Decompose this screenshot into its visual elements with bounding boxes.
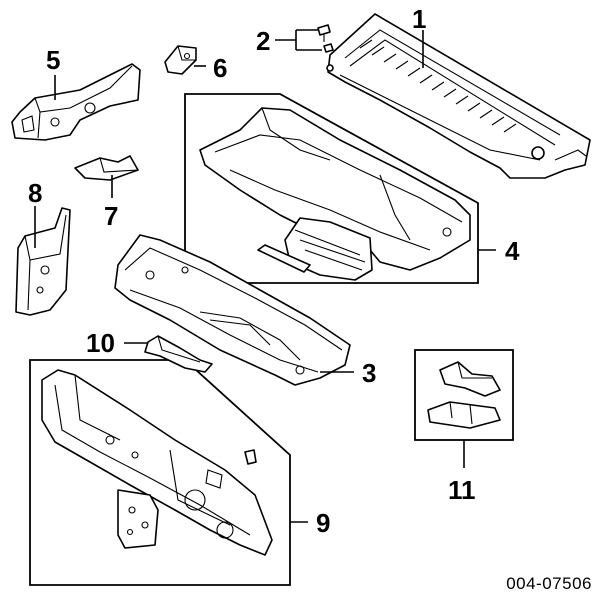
callout-6: 6	[213, 53, 228, 83]
callout-7: 7	[104, 201, 119, 231]
callout-8: 8	[28, 178, 43, 208]
leader-2	[275, 29, 322, 51]
callout-3: 3	[362, 358, 377, 388]
part-8-side-bracket	[15, 207, 71, 316]
part-6-small-bracket	[164, 45, 197, 75]
part-9-dash-panel	[41, 369, 273, 556]
part-2-clips	[317, 24, 334, 53]
callout-9: 9	[316, 508, 331, 538]
callout-1: 1	[412, 4, 427, 34]
box-part-9	[29, 359, 291, 586]
part-7-brace	[74, 155, 139, 181]
callout-2: 2	[256, 26, 271, 56]
part-4-cowl-inner-panel	[199, 107, 471, 281]
part-1-cowl-top-panel	[326, 13, 591, 179]
callout-5: 5	[46, 45, 61, 75]
callout-4: 4	[505, 236, 520, 266]
part-10-shield	[144, 335, 213, 373]
callout-10: 10	[86, 328, 115, 358]
part-11-reinforcements	[427, 361, 501, 429]
part-5-bracket	[11, 63, 141, 141]
callout-11: 11	[448, 475, 476, 505]
reference-number: 004-07506	[506, 574, 592, 593]
